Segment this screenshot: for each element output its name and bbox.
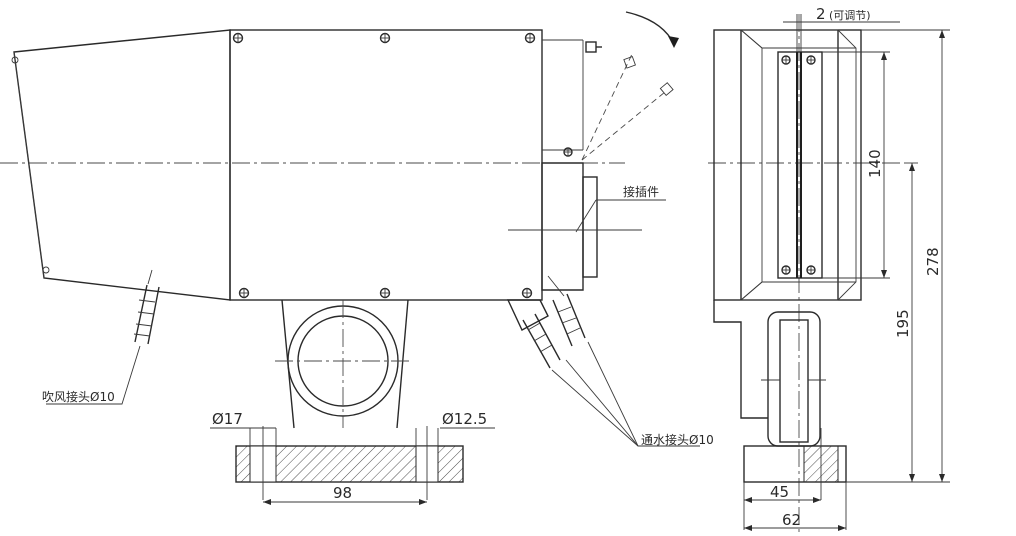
air-label-leader (46, 345, 141, 405)
axis-height-dimension: 195 (894, 309, 912, 338)
water-connector-fittings (506, 275, 586, 369)
end-base (743, 428, 847, 530)
arrow-head-icon (668, 36, 679, 48)
plug-connector-label: 接插件 (623, 184, 659, 199)
base-outer-dimension: 62 (782, 511, 801, 529)
water-connector-label: 通水接头Ø10 (641, 432, 714, 447)
latch-assembly (581, 11, 679, 161)
rotation-arrow (625, 11, 675, 45)
base-inner-dimension: 45 (770, 483, 789, 501)
end-bracket (761, 311, 826, 447)
lens-hood (11, 29, 231, 301)
rear-cap (508, 162, 642, 291)
gap-adjustable-note: (可调节) (829, 9, 871, 22)
base-plate (235, 426, 464, 500)
hole-right-dimension: Ø12.5 (442, 410, 487, 428)
window-height-dimension: 140 (866, 149, 884, 178)
hole-left-dimension: Ø17 (212, 410, 243, 428)
air-connector-label: 吹风接头Ø10 (42, 389, 115, 404)
housing-body (229, 29, 584, 301)
mounting-bracket (275, 299, 412, 429)
gap-dimension: 2 (816, 5, 826, 23)
housing-screw-icons (232, 32, 573, 299)
air-connector-fitting (133, 269, 160, 345)
base-width-dimension: 98 (333, 484, 352, 502)
side-view: 吹风接头Ø10 接插件 通水接头Ø10 Ø17 Ø12.5 98 (0, 11, 714, 505)
total-height-dimension: 278 (924, 247, 942, 276)
end-view: 2 (可调节) 140 278 195 45 62 (708, 5, 950, 536)
window-screw-icons (781, 55, 816, 275)
